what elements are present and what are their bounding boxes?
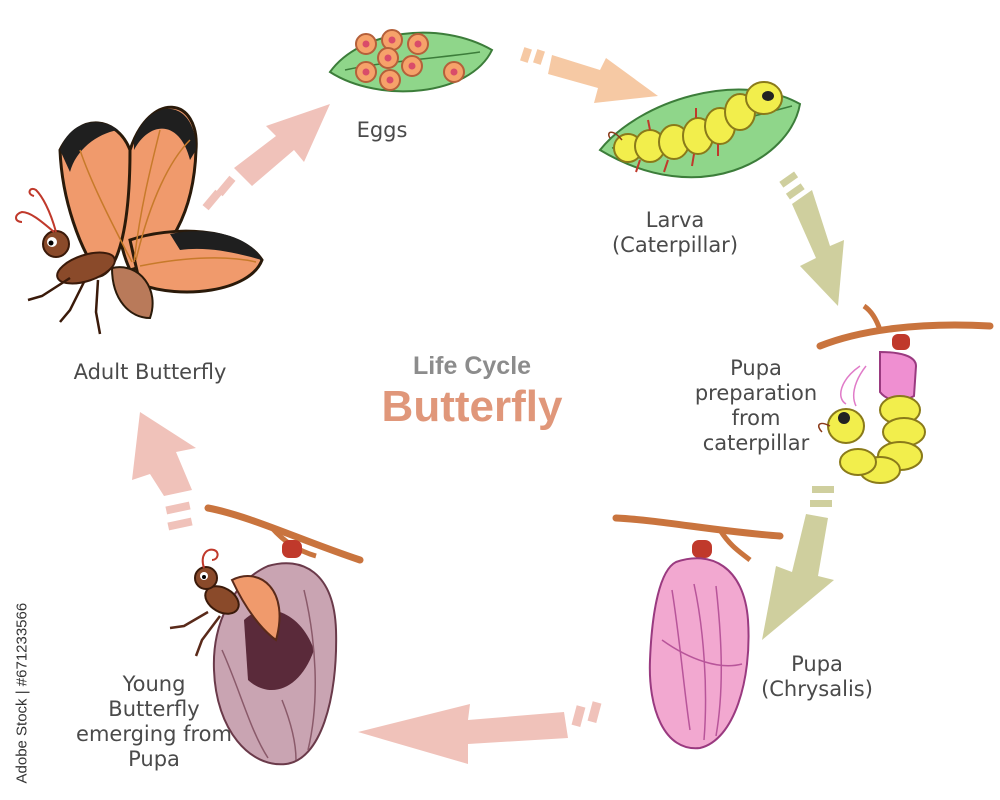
stage-label-emerging: Young Butterfly emerging from Pupa [76,672,232,771]
arrow-emerging-to-adult [132,412,196,531]
stage-label-pupa: Pupa (Chrysalis) [761,652,873,701]
larva-illustration [598,81,802,179]
arrow-pupa-to-emerging [358,701,602,764]
arrow-adult-to-eggs [202,104,330,211]
emerging-butterfly-illustration [169,504,364,766]
diagram-title-line1: Life Cycle [412,352,532,380]
arrow-eggs-to-larva [520,47,658,103]
stage-label-adult: Adult Butterfly [73,360,227,384]
diagram-title-line2: Butterfly [381,382,563,431]
arrow-prepupa-to-pupa [762,486,834,640]
stage-label-prepupa: Pupa preparation from caterpillar [694,356,818,455]
stage-label-eggs: Eggs [356,118,408,142]
pupa-illustration [612,514,784,750]
adult-butterfly-illustration [15,105,264,335]
stage-label-larva: Larva (Caterpillar) [611,208,739,257]
prepupa-illustration [816,303,994,484]
arrow-larva-to-prepupa [779,171,844,306]
stock-credit: Adobe Stock | #671233566 [13,602,31,784]
eggs-illustration [328,29,494,93]
